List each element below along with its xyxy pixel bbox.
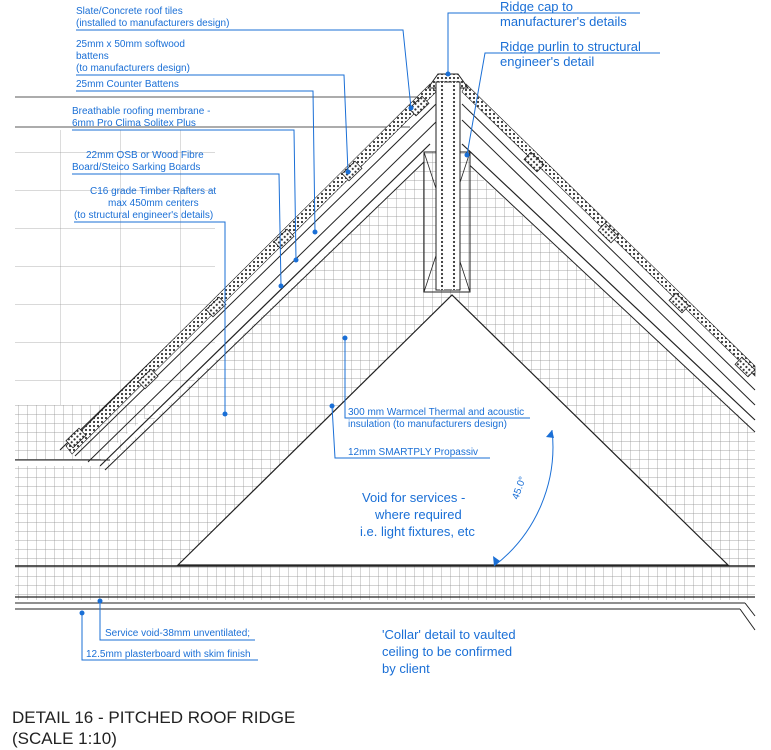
callout-insulation: 300 mm Warmcel Thermal and acoustic insu… [342,335,530,430]
callout-membrane: Breathable roofing membrane - 6mm Pro Cl… [72,106,299,263]
ridge-purlin-line1: Ridge purlin to structural [500,39,641,54]
title-line1: DETAIL 16 - PITCHED ROOF RIDGE [12,708,295,727]
batten-blocks [65,95,756,449]
callout-ridge-purlin: Ridge purlin to structural engineer's de… [464,39,660,158]
void-line2: where required [374,507,462,522]
ridge-cap-line1: Ridge cap to [500,0,573,14]
collar-line3: by client [382,661,430,676]
sarking-line2: Board/Steico Sarking Boards [72,162,200,173]
sarking-line1: 22mm OSB or Wood Fibre [86,150,204,161]
battens-line2: battens [76,51,109,62]
rafters-line3: (to structural engineer's details) [74,210,213,221]
insulation-line2: insulation (to manufacturers design) [348,419,507,430]
collar-line2: ceiling to be confirmed [382,644,512,659]
counter-battens-text: 25mm Counter Battens [76,79,179,90]
ridge-cap-line2: manufacturer's details [500,14,627,29]
ceiling-layers [15,565,756,631]
rafters-line2: max 450mm centers [108,198,199,209]
callout-void: Void for services - where required i.e. … [360,490,475,539]
membrane-line1: Breathable roofing membrane - [72,106,210,117]
services-void [176,294,730,566]
callout-ridge-cap: Ridge cap to manufacturer's details [445,0,640,77]
roof-tiles-line1: Slate/Concrete roof tiles [76,6,183,17]
title-line2: (SCALE 1:10) [12,729,117,748]
callout-counter-battens: 25mm Counter Battens [76,79,318,235]
insulation-line1: 300 mm Warmcel Thermal and acoustic [348,407,524,418]
callout-sarking: 22mm OSB or Wood Fibre Board/Steico Sark… [72,150,284,289]
battens-line3: (to manufacturers design) [76,63,190,74]
roof-tiles-line2: (installed to manufacturers design) [76,18,229,29]
callout-rafters: C16 grade Timber Rafters at max 450mm ce… [74,186,228,417]
callout-battens: 25mm x 50mm softwood battens (to manufac… [76,39,351,175]
service-void-text: Service void-38mm unventilated; [105,628,250,639]
rafters-line1: C16 grade Timber Rafters at [90,186,216,197]
void-line1: Void for services - [362,490,465,505]
membrane-line2: 6mm Pro Clima Solitex Plus [72,118,196,129]
ridge-purlin [423,81,471,293]
void-line3: i.e. light fixtures, etc [360,524,475,539]
callout-roof-tiles: Slate/Concrete roof tiles (installed to … [76,6,414,111]
callout-plasterboard: 12.5mm plasterboard with skim finish [79,610,258,661]
collar-line1: 'Collar' detail to vaulted [382,627,516,642]
collar-note: 'Collar' detail to vaulted ceiling to be… [382,627,516,676]
callout-propassiv: 12mm SMARTPLY Propassiv [329,403,490,459]
detail-title: DETAIL 16 - PITCHED ROOF RIDGE (SCALE 1:… [12,708,295,748]
ridge-purlin-line2: engineer's detail [500,54,594,69]
battens-line1: 25mm x 50mm softwood [76,39,185,50]
propassiv-text: 12mm SMARTPLY Propassiv [348,447,478,458]
callout-service-void: Service void-38mm unventilated; [97,598,255,641]
plasterboard-text: 12.5mm plasterboard with skim finish [86,649,251,660]
